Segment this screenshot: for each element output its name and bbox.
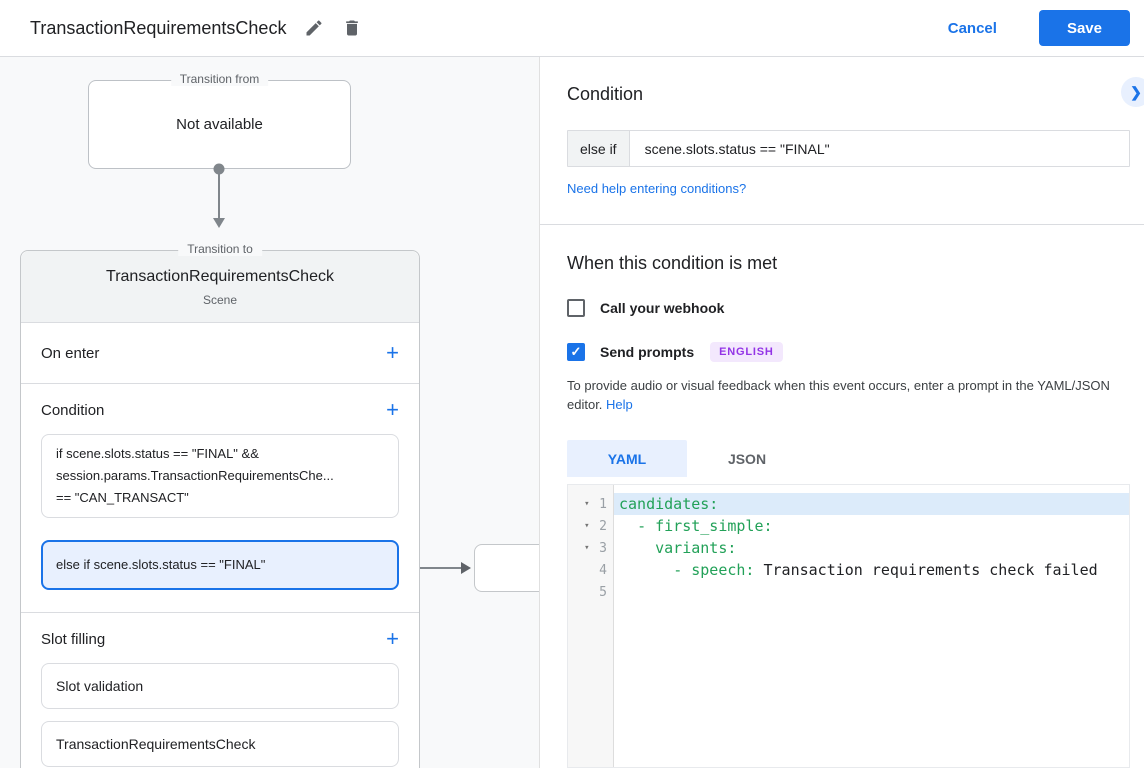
transition-to-legend: Transition to bbox=[178, 242, 262, 256]
line-number: 5 bbox=[599, 584, 607, 600]
scene-name: TransactionRequirementsCheck bbox=[106, 268, 334, 285]
condition-item-line: if scene.slots.status == "FINAL" && bbox=[56, 446, 259, 461]
fold-arrow-icon[interactable]: ▾ bbox=[584, 521, 590, 531]
condition-expression-row: else if bbox=[567, 130, 1130, 167]
transition-from-box: Transition from Not available bbox=[88, 72, 351, 169]
chevron-right-icon: ❯ bbox=[1130, 83, 1142, 100]
delete-icon[interactable] bbox=[342, 18, 362, 38]
page-title: TransactionRequirementsCheck bbox=[30, 17, 287, 38]
code-token bbox=[619, 561, 673, 579]
helper-text: To provide audio or visual feedback when… bbox=[567, 378, 1110, 412]
panel-condition-heading: Condition bbox=[567, 84, 644, 104]
condition-section: Condition + if scene.slots.status == "FI… bbox=[21, 384, 419, 613]
scene-card-header[interactable]: TransactionRequirementsCheck Scene bbox=[21, 251, 419, 323]
transition-target-box[interactable] bbox=[474, 544, 539, 592]
add-condition-icon[interactable]: + bbox=[386, 397, 399, 422]
code-line: - speech: Transaction requirements check… bbox=[614, 559, 1129, 581]
line-number: 4 bbox=[599, 562, 607, 578]
slot-item[interactable]: TransactionRequirementsCheck bbox=[41, 721, 399, 767]
cancel-button[interactable]: Cancel bbox=[932, 12, 1013, 45]
slot-item[interactable]: Slot validation bbox=[41, 663, 399, 709]
condition-item[interactable]: else if scene.slots.status == "FINAL" bbox=[41, 540, 399, 590]
code-token bbox=[619, 539, 655, 557]
language-badge: ENGLISH bbox=[710, 342, 783, 362]
fold-arrow-icon[interactable]: ▾ bbox=[584, 543, 590, 553]
scene-diagram-canvas: Transition from Not available Transition… bbox=[0, 57, 540, 768]
on-enter-label: On enter bbox=[41, 344, 100, 362]
section-divider bbox=[540, 224, 1144, 225]
checkmark-icon: ✓ bbox=[571, 300, 582, 316]
line-number: 3 bbox=[599, 540, 607, 556]
add-slot-icon[interactable]: + bbox=[386, 626, 399, 651]
condition-item[interactable]: if scene.slots.status == "FINAL" && sessi… bbox=[41, 434, 399, 518]
on-enter-row[interactable]: On enter + bbox=[21, 323, 419, 384]
transition-from-legend: Transition from bbox=[170, 72, 269, 86]
transition-from-content: Not available bbox=[176, 116, 263, 133]
code-line: - first_simple: bbox=[614, 515, 1129, 537]
checkmark-icon: ✓ bbox=[570, 344, 582, 359]
gutter-row: ▾1 bbox=[568, 493, 613, 515]
editor-format-tabs: YAML JSON bbox=[567, 440, 1144, 477]
condition-section-label: Condition bbox=[41, 401, 105, 419]
tab-yaml[interactable]: YAML bbox=[567, 440, 687, 477]
code-token: variants: bbox=[655, 539, 737, 557]
tab-json[interactable]: JSON bbox=[727, 450, 767, 467]
code-line: candidates: bbox=[614, 493, 1129, 515]
edit-icon[interactable] bbox=[304, 18, 324, 38]
code-token bbox=[619, 517, 637, 535]
gutter-row: 4 bbox=[568, 559, 613, 581]
send-prompts-checkbox[interactable]: ✓ bbox=[567, 343, 585, 361]
code-token: - first_simple: bbox=[637, 517, 773, 535]
webhook-check-row: ✓ Call your webhook bbox=[567, 299, 1144, 317]
code-line: variants: bbox=[614, 537, 1129, 559]
condition-prefix-label: else if bbox=[568, 131, 630, 166]
collapse-panel-button[interactable]: ❯ bbox=[1121, 77, 1144, 107]
add-on-enter-icon[interactable]: + bbox=[386, 340, 399, 365]
editor-code-area[interactable]: candidates: - first_simple: variants: - … bbox=[614, 485, 1129, 767]
code-token: - speech: bbox=[673, 561, 755, 579]
line-number: 2 bbox=[599, 518, 607, 534]
code-token: candidates: bbox=[619, 495, 719, 513]
prompt-helper-text: To provide audio or visual feedback when… bbox=[567, 376, 1142, 414]
slot-filling-section-label: Slot filling bbox=[41, 630, 106, 648]
condition-help-link[interactable]: Need help entering conditions? bbox=[567, 181, 747, 196]
code-token: Transaction requirements check failed bbox=[754, 561, 1098, 579]
condition-edit-panel: ❯ Condition else if Need help entering c… bbox=[540, 57, 1144, 768]
help-link[interactable]: Help bbox=[606, 397, 633, 412]
webhook-label: Call your webhook bbox=[600, 300, 725, 316]
scene-type-label: Scene bbox=[202, 293, 238, 307]
condition-items: if scene.slots.status == "FINAL" && sessi… bbox=[41, 434, 399, 590]
condition-item-line: else if scene.slots.status == "FINAL" bbox=[56, 557, 266, 572]
line-number: 1 bbox=[599, 496, 607, 512]
condition-expression-input[interactable] bbox=[629, 131, 1129, 166]
fold-arrow-icon[interactable]: ▾ bbox=[584, 499, 590, 509]
gutter-row: ▾2 bbox=[568, 515, 613, 537]
code-line bbox=[614, 581, 1129, 603]
gutter-row: ▾3 bbox=[568, 537, 613, 559]
prompts-check-row: ✓ Send prompts ENGLISH bbox=[567, 342, 1144, 362]
scene-card: Transition to TransactionRequirementsChe… bbox=[20, 242, 420, 768]
send-prompts-label: Send prompts bbox=[600, 344, 695, 360]
gutter-row: 5 bbox=[568, 581, 613, 603]
save-button[interactable]: Save bbox=[1038, 10, 1130, 46]
condition-item-line: == "CAN_TRANSACT" bbox=[56, 490, 189, 505]
top-toolbar: TransactionRequirementsCheck Cancel Save bbox=[0, 0, 1144, 57]
when-met-heading: When this condition is met bbox=[567, 253, 778, 273]
condition-item-line: session.params.TransactionRequirementsCh… bbox=[56, 468, 334, 483]
webhook-checkbox[interactable]: ✓ bbox=[567, 299, 585, 317]
